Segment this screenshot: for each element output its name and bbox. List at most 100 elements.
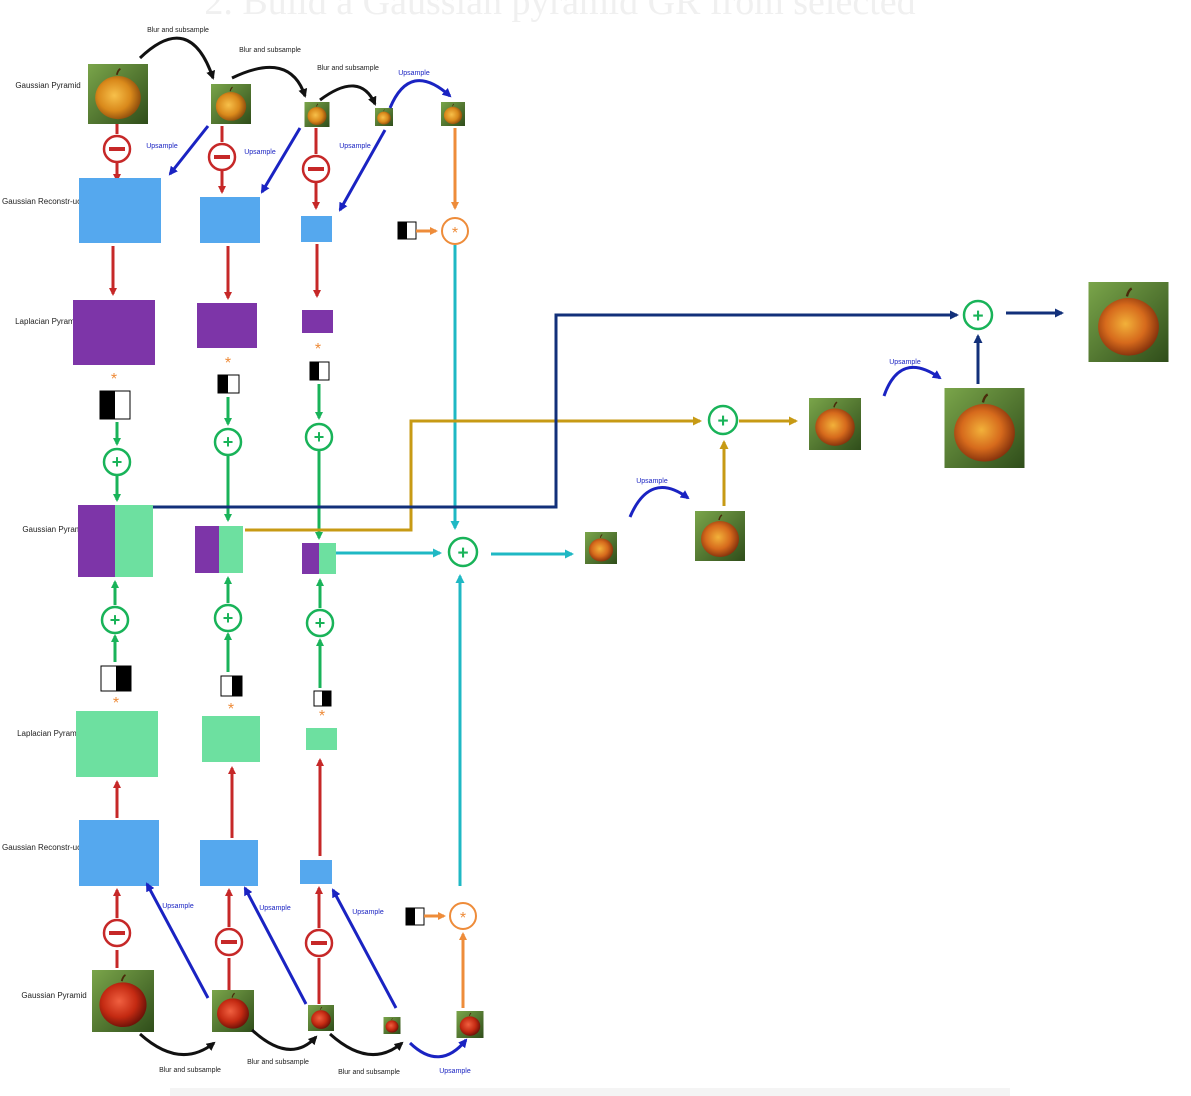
upsample-label-bottom-1: Upsample [162, 903, 194, 910]
page-title: 2. Build a Gaussian pyramid GR from sele… [204, 0, 915, 23]
multiply-star-bottom-2: * [228, 701, 234, 718]
multiply-star-bottom-3: * [319, 708, 325, 725]
upsample-arrow-bottom-last [408, 1038, 468, 1059]
combined-level-2-left [302, 543, 319, 574]
multiply-star-bottom-1: * [113, 695, 119, 712]
top-reconstruction-level-2 [301, 216, 332, 242]
plus-op-mid [707, 404, 739, 436]
svg-text:+: + [717, 411, 728, 432]
top-gaussian-level-2 [303, 102, 331, 127]
blend-result-level-1-upsampled [943, 388, 1026, 468]
blur-label-bottom-2: Blur and subsample [247, 1059, 309, 1066]
combined-laplacian-pyramid [78, 505, 336, 577]
row-label-bottom-gaussian-reconstruction: Gaussian Reconstr-uction [2, 843, 94, 852]
add-chain-top: + + + [102, 384, 334, 540]
upsample-label-top-last: Upsample [398, 70, 430, 77]
bottom-gaussian-level-0 [90, 970, 156, 1032]
upsample-label-bottom-last: Upsample [439, 1068, 471, 1075]
plus-op-top-1 [102, 447, 132, 477]
bottom-reconstruction-level-2 [300, 860, 332, 884]
multiply-star-top-2: * [225, 355, 231, 372]
footer-strip [170, 1088, 1010, 1096]
svg-text:+: + [223, 432, 234, 452]
svg-text:+: + [315, 613, 326, 633]
navy-path-from-level-0 [153, 310, 959, 509]
combined-level-1-right [219, 526, 243, 573]
upsample-label-bottom-3: Upsample [352, 909, 384, 916]
upsample-label-top-2: Upsample [244, 149, 276, 156]
svg-text:+: + [972, 306, 983, 327]
minus-operators-bottom [102, 886, 334, 1004]
bottom-reconstruction-level-1 [200, 840, 258, 886]
top-gaussian-upsampled [440, 102, 466, 126]
svg-text:+: + [223, 608, 234, 628]
svg-text:+: + [112, 452, 123, 472]
combined-level-2-right [319, 543, 336, 574]
plus-op-bottom-2 [213, 603, 243, 633]
multiply-star-top-1: * [111, 371, 117, 388]
top-gaussian-level-3 [374, 108, 394, 126]
upsample-label-top-3: Upsample [339, 143, 371, 150]
upsample-label-bottom-2: Upsample [259, 905, 291, 912]
row-label-middle-gaussian-pyramid: Gaussian Pyramid [22, 525, 87, 534]
plus-op-final [962, 299, 994, 331]
top-laplacian-level-0 [73, 300, 155, 365]
multiply-op-bottom-final [449, 902, 477, 930]
bottom-laplacian-level-0 [76, 711, 158, 777]
blur-arrow-top-2 [231, 65, 308, 98]
svg-text:+: + [457, 543, 468, 564]
multiply-star-top-3: * [315, 341, 321, 358]
blend-result-level-2 [584, 532, 618, 564]
upsample-diag-top-3 [338, 129, 387, 212]
blended-final-image [1087, 282, 1170, 362]
plus-op-top-2 [213, 427, 243, 457]
masks-bottom: * * * [100, 665, 332, 725]
minus-operators-top [102, 124, 331, 210]
blur-arrow-bottom-3 [328, 1032, 404, 1057]
blur-label-top-1: Blur and subsample [147, 27, 209, 34]
plus-op-center [447, 536, 479, 568]
plus-op-bottom-3 [305, 608, 335, 638]
bottom-laplacian-level-1 [202, 716, 260, 762]
upsample-arrow-top-last [388, 79, 452, 109]
svg-text:+: + [314, 427, 325, 447]
bottom-gaussian-level-1 [211, 990, 255, 1032]
upsample-diag-top-1 [168, 125, 210, 176]
blur-arrow-top-3 [319, 84, 377, 106]
bottom-gaussian-level-3 [383, 1017, 401, 1034]
bottom-laplacian-level-2 [306, 728, 337, 750]
combined-level-1-left [195, 526, 219, 573]
plus-op-top-3 [304, 422, 334, 452]
combined-level-0-right [115, 505, 153, 577]
top-gaussian-level-1 [210, 84, 252, 124]
blur-arrow-top-1 [138, 36, 216, 80]
multiply-op-top-final [441, 217, 469, 245]
plus-op-bottom-1 [100, 605, 130, 635]
add-chain-bottom: + + + [100, 576, 335, 688]
row-label-top-gaussian-reconstruction: Gaussian Reconstr-uction [2, 197, 94, 206]
blur-label-top-3: Blur and subsample [317, 65, 379, 72]
upsample-arrow-result-1 [628, 486, 690, 518]
upsample-diag-top-2 [260, 127, 302, 194]
bottom-reconstruction-level-0 [79, 820, 159, 886]
top-laplacian-level-1 [197, 303, 257, 348]
upsample-label-result-2: Upsample [889, 359, 921, 366]
upsample-diag-bottom-1 [145, 882, 210, 999]
row-label-bottom-gaussian-pyramid: Gaussian Pyramid [21, 991, 86, 1000]
upsample-label-result-1: Upsample [636, 478, 668, 485]
row-label-top-laplacian-pyramid: Laplacian Pyramid [15, 317, 81, 326]
top-reconstruction-level-0 [79, 178, 161, 243]
row-label-bottom-laplacian-pyramid: Laplacian Pyramid [17, 729, 83, 738]
svg-text:*: * [460, 910, 466, 927]
blur-arrow-bottom-1 [138, 1032, 216, 1057]
blur-label-bottom-1: Blur and subsample [159, 1067, 221, 1074]
top-laplacian-level-2 [302, 310, 333, 333]
blend-result-level-1 [808, 398, 862, 450]
blur-label-top-2: Blur and subsample [239, 47, 301, 54]
row-label-top-gaussian-pyramid: Gaussian Pyramid [15, 81, 80, 90]
top-gaussian-level-0 [86, 64, 150, 124]
blend-result-level-2-upsampled [694, 511, 746, 561]
bottom-gaussian-level-2 [307, 1005, 335, 1031]
upsample-arrow-result-2 [882, 365, 942, 397]
masks-top: * * * [99, 341, 330, 420]
